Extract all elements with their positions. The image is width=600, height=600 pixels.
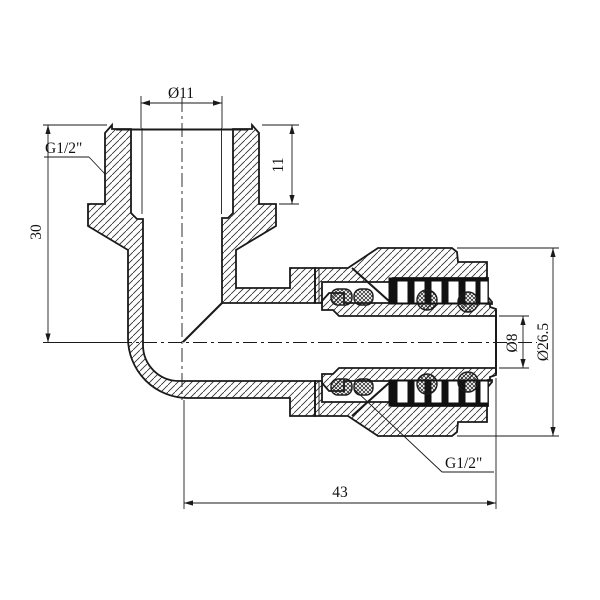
nut-cone-edge-bottom: [351, 382, 390, 417]
part-section-view: [87, 122, 497, 437]
thread-callout-bottom: G1/2": [354, 389, 494, 473]
dim-label-dia8: Ø8: [504, 333, 521, 352]
dimension-30: 30: [28, 124, 118, 343]
compression-nut-bottom: [314, 379, 493, 437]
thread-label-bottom: G1/2": [445, 455, 482, 472]
o-ring: [457, 371, 479, 393]
elbow-body-right-wall: [221, 122, 316, 304]
dimension-dia8: Ø8: [499, 315, 529, 369]
o-ring-seals: [330, 288, 479, 396]
nut-cone-edge-top: [351, 267, 390, 302]
o-ring: [330, 288, 353, 306]
compression-nut-top: [314, 247, 493, 305]
o-ring: [353, 378, 374, 396]
thread-callout-top: G1/2": [44, 140, 106, 175]
o-ring: [330, 378, 353, 396]
o-ring: [416, 289, 438, 311]
centerlines: [118, 98, 537, 400]
grip-ring-top: [388, 277, 489, 305]
dimension-43: 43: [183, 378, 497, 509]
dimension-11: 11: [262, 124, 299, 205]
o-ring: [457, 291, 479, 313]
o-ring: [353, 288, 374, 306]
thread-label-top: G1/2": [45, 140, 82, 157]
dim-label-dia26-5: Ø26.5: [535, 323, 552, 362]
elbow-body-left-wall: [87, 122, 316, 417]
dim-label-43: 43: [332, 484, 348, 501]
dimension-dia26-5: Ø26.5: [457, 247, 559, 437]
dim-label-30: 30: [28, 224, 45, 240]
dim-label-dia11: Ø11: [168, 85, 194, 102]
bore-miter-edge: [182, 302, 223, 343]
o-ring: [416, 373, 438, 395]
dim-label-11: 11: [270, 158, 287, 173]
dimension-dia11: Ø11: [140, 85, 223, 128]
